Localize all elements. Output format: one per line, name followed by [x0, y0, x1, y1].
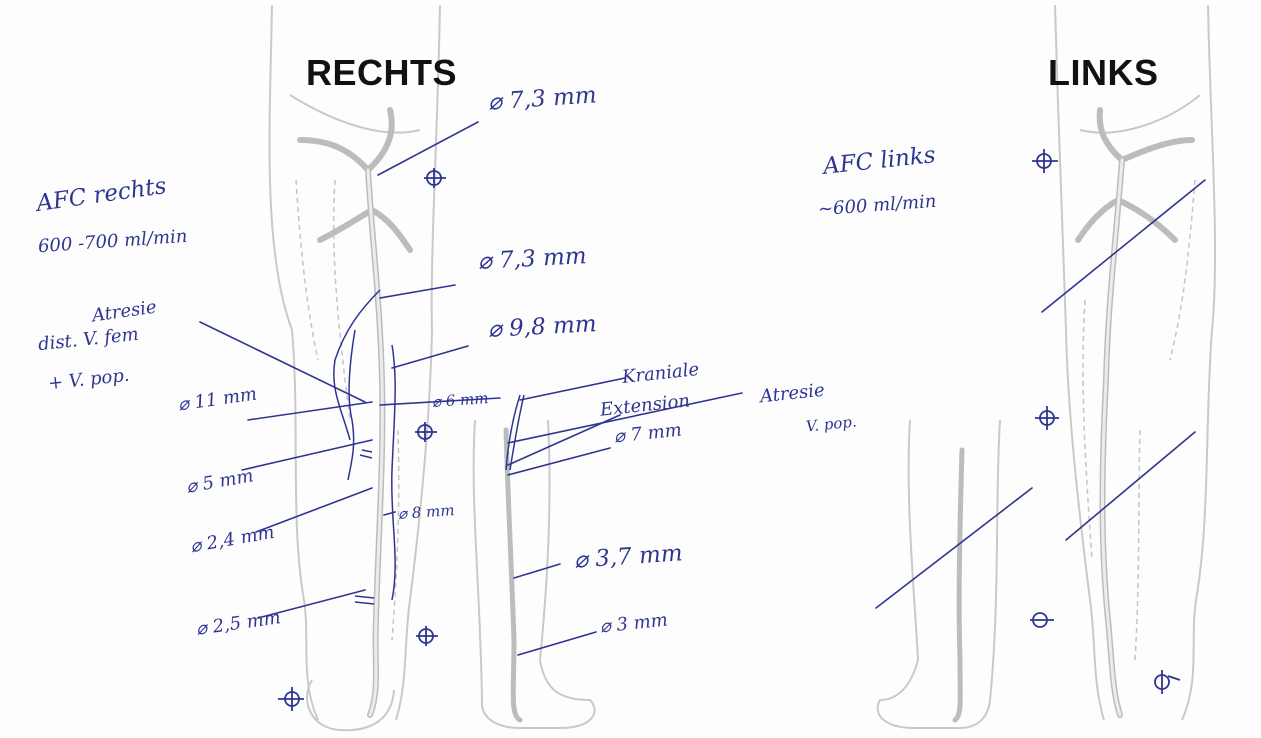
pulse-marker-right-knee [415, 422, 437, 442]
right-leg-front-veins [300, 110, 410, 715]
left-leg-side-outline-front [878, 420, 960, 728]
right-leg-side-outline-front [520, 420, 595, 728]
left-leg-side [878, 420, 1000, 728]
left-leg-front-outline-inner [1055, 5, 1104, 720]
right-iliac-branch-2 [368, 110, 392, 170]
left-leg-front-veins [1078, 110, 1192, 715]
pulse-markers [278, 149, 1180, 711]
left-leg-side-veins [955, 450, 962, 720]
measurement-m3: ⌀ 9,8 mm [487, 311, 597, 343]
left-leg-front-outline-outer [1182, 5, 1215, 720]
leader-m10 [508, 448, 610, 475]
left-strike-3 [876, 488, 1032, 608]
leader-m2 [380, 285, 455, 298]
measurement-m2: ⌀ 7,3 mm [477, 243, 587, 275]
leader-m11 [514, 564, 560, 578]
left-femoral-vein [1103, 160, 1123, 715]
leader-cranial [520, 378, 625, 400]
left-leg-front-dotted-veins [1083, 180, 1195, 660]
right-foot-outline [307, 680, 394, 730]
left-iliac-branch-2 [1100, 110, 1122, 160]
pulse-marker-left-ankle [1030, 613, 1054, 627]
pulse-marker-left-foot [1155, 670, 1180, 694]
leader-m4 [248, 402, 372, 420]
right-hip-line [290, 95, 420, 133]
title-right: RECHTS [306, 52, 457, 94]
leader-m8 [256, 488, 372, 532]
left-deep-branch-2 [1078, 200, 1118, 240]
pulse-marker-left-groin [1032, 149, 1058, 173]
leader-lines [200, 122, 1205, 655]
left-small-saphenous [955, 450, 962, 720]
pulse-marker-right-foot [278, 687, 304, 711]
left-iliac-branch-1 [1122, 140, 1192, 160]
leader-m12 [518, 632, 596, 655]
left-leg-side-outline-back [960, 420, 1000, 728]
left-deep-branch-1 [1118, 200, 1175, 240]
right-leg-front-outline-inner [396, 5, 440, 720]
pulse-marker-left-knee [1035, 406, 1059, 430]
left-leg-front [1055, 5, 1215, 720]
title-left: LINKS [1048, 52, 1159, 94]
right-deep-branch-2 [320, 210, 372, 240]
pulse-marker-right-groin [424, 168, 446, 188]
right-iliac-branch-1 [300, 140, 368, 170]
right-deep-branch-1 [372, 210, 410, 250]
pulse-marker-right-ankle [416, 626, 438, 646]
